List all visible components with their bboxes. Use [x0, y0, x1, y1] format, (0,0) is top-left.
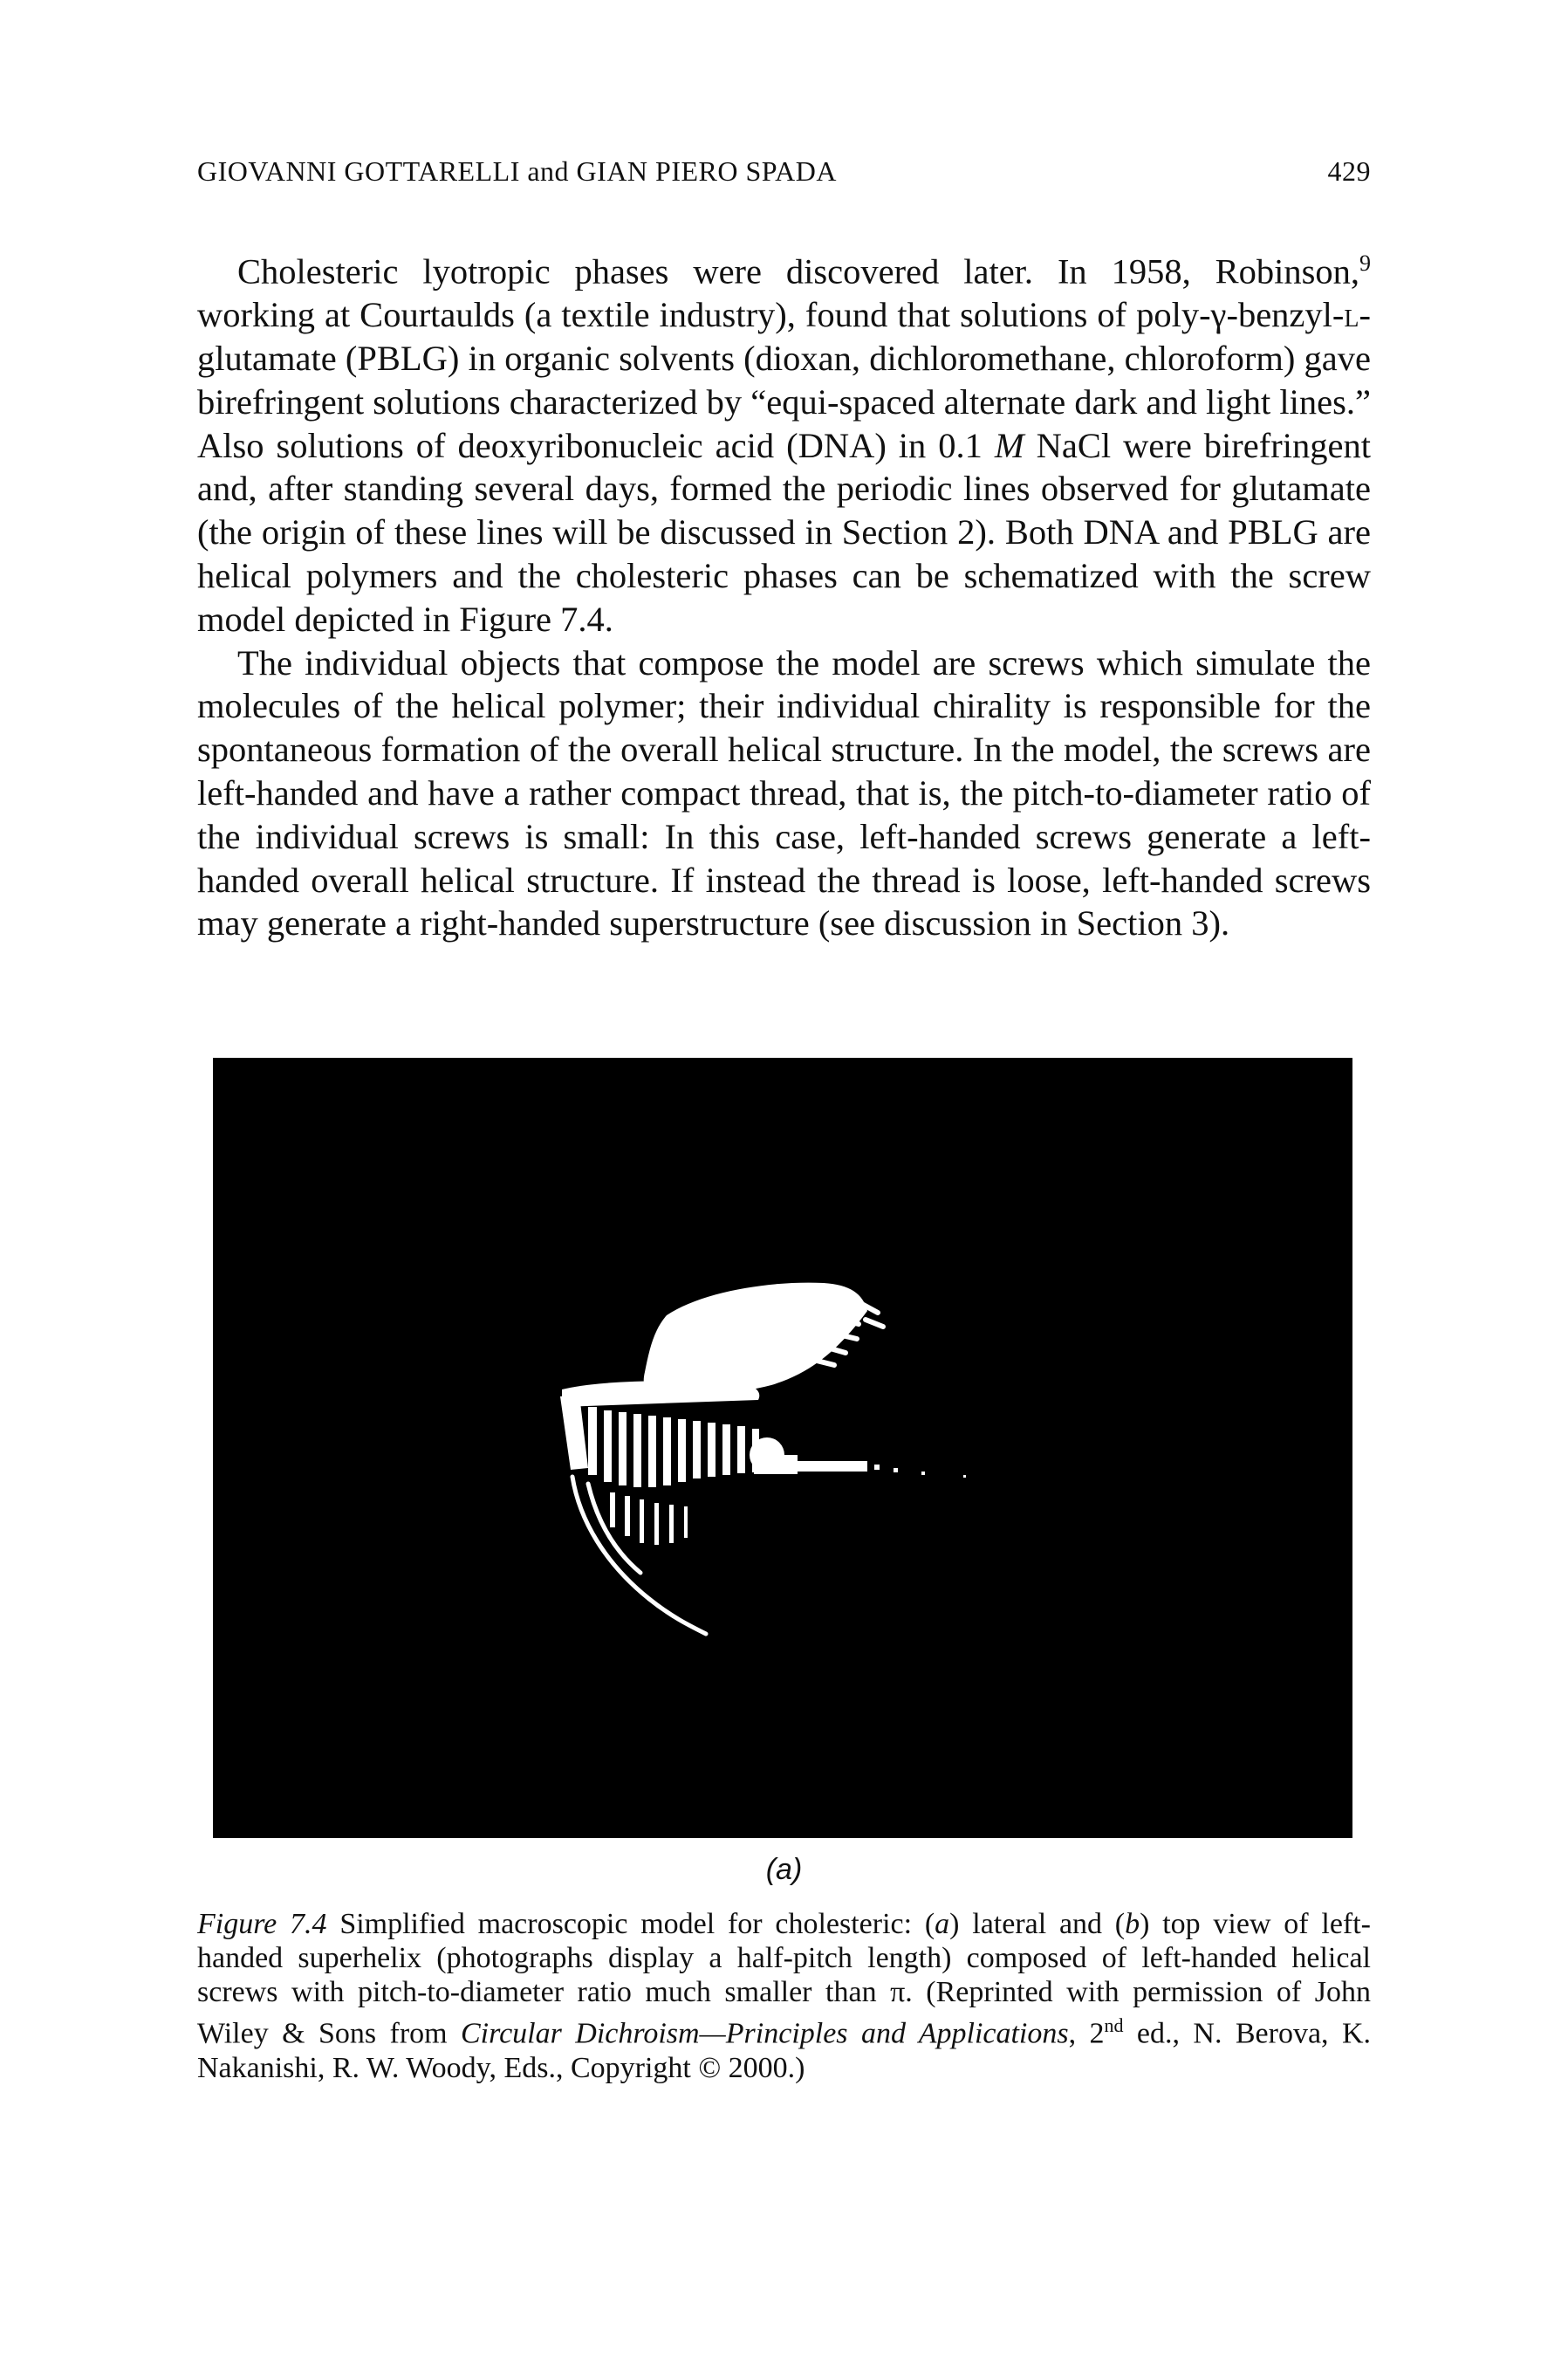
figure-photograph [213, 1058, 1352, 1838]
header-authors: GIOVANNI GOTTARELLI and GIAN PIERO SPADA [197, 155, 837, 187]
figure-sublabel: (a) [765, 1853, 803, 1886]
p1-text-d: NaCl were birefringent and, after standi… [197, 425, 1371, 639]
caption-book-title: Circular Dichroism—Principles and Applic… [461, 2017, 1069, 2050]
page-number: 429 [1327, 155, 1371, 187]
caption-text-5: ed., N. Berova, K. Nakanishi, R. W. Wood… [197, 2017, 1371, 2084]
caption-text-2: ) lateral and ( [949, 1908, 1126, 1940]
paragraph-2: The individual objects that compose the … [197, 642, 1371, 943]
running-header: GIOVANNI GOTTARELLI and GIAN PIERO SPADA… [197, 155, 1371, 199]
caption-label: Figure 7.4 [197, 1908, 327, 1940]
caption-text-1: Simplified macroscopic model for cholest… [326, 1908, 935, 1940]
caption-superscript: nd [1104, 2014, 1124, 2037]
caption-text-3: ) top view of left-handed superhelix (ph… [197, 1908, 1371, 2050]
caption-b: b [1125, 1908, 1140, 1940]
p1-text-a: Cholesteric lyotropic phases were discov… [237, 251, 1359, 292]
p1-small-caps-l: l [1344, 295, 1359, 335]
body-text: Cholesteric lyotropic phases were discov… [197, 242, 1371, 945]
p1-text-c: -glutamate (PBLG) in organic solvents (d… [197, 295, 1371, 465]
p1-text-b: working at Courtaulds (a textile industr… [197, 295, 1345, 335]
reference-9: 9 [1359, 250, 1371, 276]
p1-molar-symbol: M [994, 425, 1024, 465]
caption-text-4: , 2 [1068, 2017, 1105, 2050]
figure-caption: Figure 7.4 Simplified macroscopic model … [197, 1908, 1371, 2085]
caption-a: a [935, 1908, 950, 1940]
paragraph-1: Cholesteric lyotropic phases were discov… [197, 242, 1371, 641]
screw-model-photo [213, 1058, 1352, 1838]
